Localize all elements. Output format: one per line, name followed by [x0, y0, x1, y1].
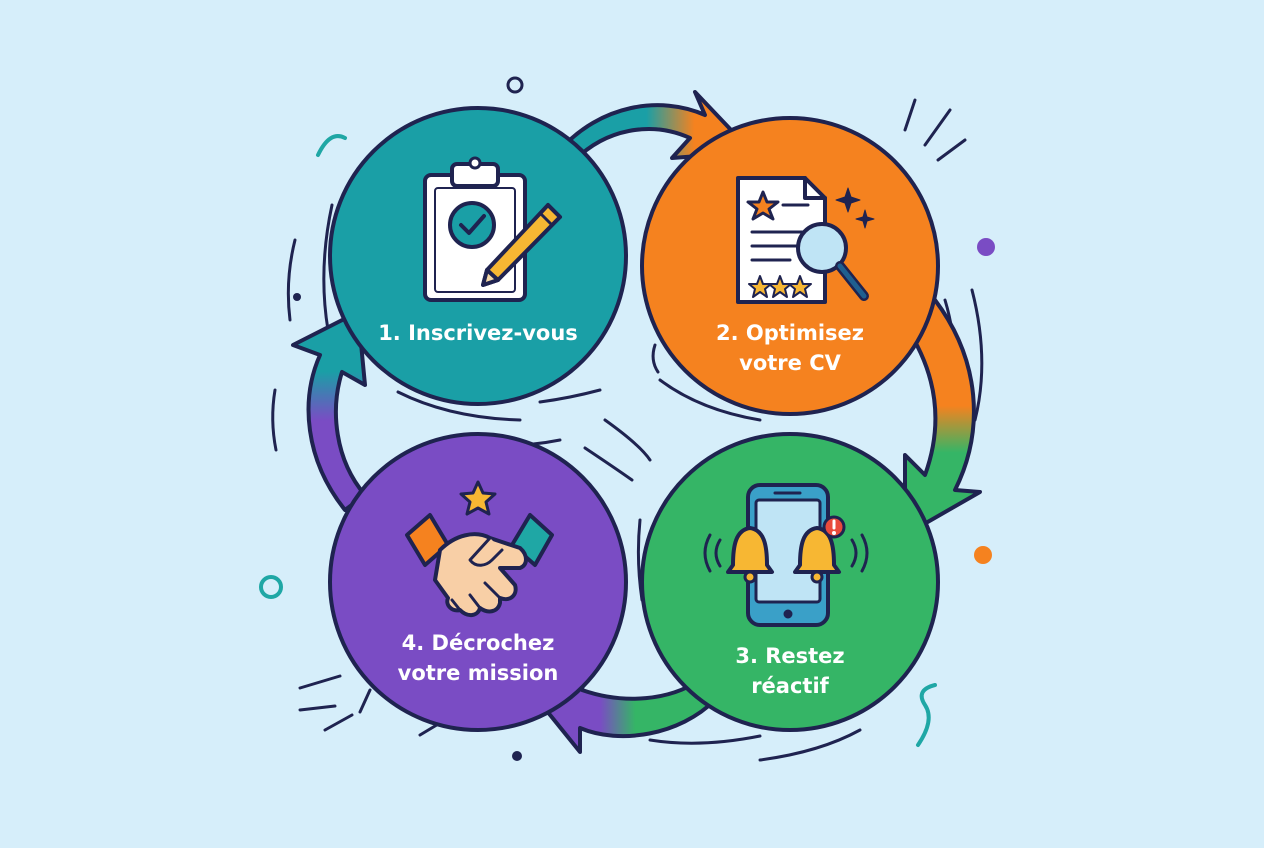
- step2-label-line2: votre CV: [739, 351, 841, 375]
- arrow-step4-to-step1: [291, 310, 367, 512]
- step4-label: 4. Décrochez votre mission: [330, 628, 626, 688]
- step1-label: 1. Inscrivez-vous: [330, 318, 626, 348]
- step2-label: 2. Optimisez votre CV: [642, 318, 938, 378]
- step2-label-line1: 2. Optimisez: [715, 321, 865, 345]
- handshake-star-icon: [405, 480, 554, 617]
- phone-bells-icon: [703, 483, 869, 627]
- clipboard-check-pencil-icon: [423, 156, 562, 302]
- step1-label-line1: 1. Inscrivez-vous: [378, 321, 578, 345]
- decor-dots: [259, 76, 995, 761]
- step3-label-line2: réactif: [751, 674, 829, 698]
- cv-magnifier-icon: [736, 176, 875, 304]
- step3-label-line1: 3. Restez: [735, 644, 845, 668]
- arrow-step2-to-step3: [903, 298, 982, 537]
- step3-label: 3. Restez réactif: [642, 641, 938, 701]
- arrow-step1-to-step2: [558, 90, 754, 162]
- step4-label-line1: 4. Décrochez: [401, 631, 555, 655]
- step4-label-line2: votre mission: [397, 661, 559, 685]
